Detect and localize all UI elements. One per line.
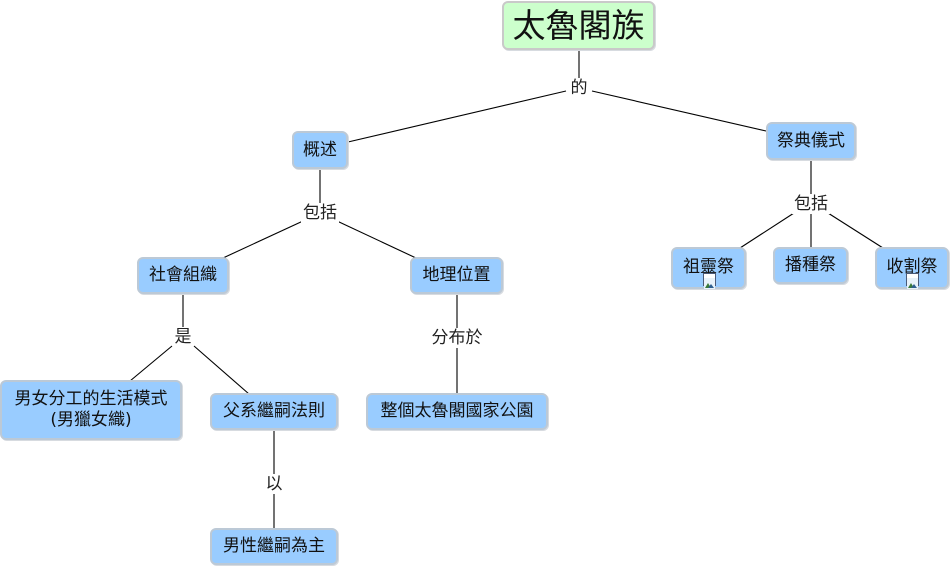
concept-male-succession[interactable]: 男性繼嗣為主 bbox=[210, 528, 338, 565]
edge-label-to-ceremonies bbox=[591, 90, 767, 132]
picture-icon bbox=[703, 278, 715, 289]
link-label-root: 的 bbox=[568, 78, 590, 98]
concept-overview[interactable]: 概述 bbox=[292, 131, 348, 169]
concept-ancestor-festival-label: 祖靈祭 bbox=[683, 257, 734, 277]
edge-label-to-harvest bbox=[827, 212, 884, 249]
concept-sowing-festival-label: 播種祭 bbox=[785, 255, 836, 275]
concept-patrilineal-rule-label: 父系繼嗣法則 bbox=[223, 401, 325, 421]
image-attachment-icon[interactable] bbox=[702, 273, 716, 289]
edge-label-to-division bbox=[129, 345, 173, 382]
concept-sowing-festival[interactable]: 播種祭 bbox=[773, 247, 848, 284]
concept-patrilineal-rule[interactable]: 父系繼嗣法則 bbox=[210, 393, 338, 430]
concept-national-park-label: 整個太魯閣國家公園 bbox=[380, 401, 534, 421]
picture-icon bbox=[907, 278, 918, 289]
concept-ancestor-festival[interactable]: 祖靈祭 bbox=[671, 247, 746, 289]
concept-root[interactable]: 太魯閣族 bbox=[502, 1, 655, 50]
link-label-geography: 分布於 bbox=[429, 328, 485, 348]
link-label-ceremonies: 包括 bbox=[792, 194, 830, 214]
concept-male-succession-label: 男性繼嗣為主 bbox=[223, 536, 325, 556]
edge-label-to-ancestor bbox=[739, 212, 795, 249]
concept-national-park[interactable]: 整個太魯閣國家公園 bbox=[366, 393, 548, 430]
concept-ceremonies[interactable]: 祭典儀式 bbox=[766, 122, 856, 160]
link-label-patrilineal: 以 bbox=[263, 474, 285, 494]
concept-root-label: 太魯閣族 bbox=[512, 5, 645, 45]
concept-social-organization[interactable]: 社會組織 bbox=[137, 257, 229, 294]
edge-label-to-overview bbox=[347, 90, 567, 143]
concept-harvest-festival-label: 收割祭 bbox=[886, 257, 938, 277]
concept-gender-division-line2: (男獵女織) bbox=[50, 410, 132, 430]
concept-gender-division[interactable]: 男女分工的生活模式 (男獵女織) bbox=[0, 380, 182, 440]
concept-harvest-festival[interactable]: 收割祭 bbox=[875, 247, 949, 289]
concept-geography-label: 地理位置 bbox=[422, 265, 491, 285]
edge-label-to-geography bbox=[336, 220, 417, 259]
concept-geography[interactable]: 地理位置 bbox=[410, 257, 503, 294]
link-label-social: 是 bbox=[172, 327, 194, 347]
concept-overview-label: 概述 bbox=[303, 139, 337, 160]
edge-label-to-social bbox=[222, 220, 304, 259]
concept-gender-division-line1: 男女分工的生活模式 bbox=[14, 389, 168, 409]
image-attachment-icon[interactable] bbox=[906, 273, 919, 289]
edge-label-to-patrilineal bbox=[193, 345, 250, 395]
concept-social-organization-label: 社會組織 bbox=[149, 265, 217, 285]
concept-ceremonies-label: 祭典儀式 bbox=[777, 130, 845, 151]
link-label-overview: 包括 bbox=[301, 203, 339, 223]
